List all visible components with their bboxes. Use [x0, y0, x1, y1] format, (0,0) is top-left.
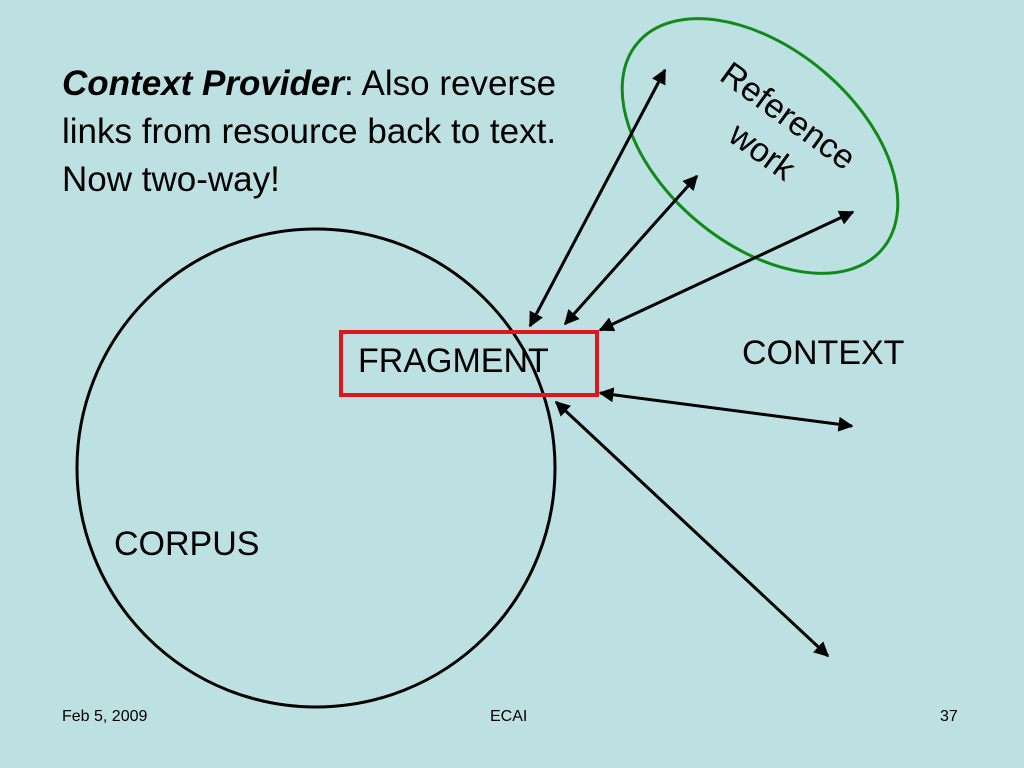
footer-conference: ECAI: [490, 708, 528, 725]
footer-date: Feb 5, 2009: [62, 708, 148, 725]
title-lead: Context Provider: [62, 64, 344, 103]
fragment-box: [339, 330, 599, 397]
corpus-circle: [75, 227, 557, 709]
arrow-fragment-context: [598, 387, 854, 432]
arrow-fragment-reference-3: [598, 210, 855, 332]
slide-title: Context Provider: Also reverse links fro…: [62, 60, 582, 204]
fragment-label: FRAGMENT: [358, 342, 549, 380]
title-rest: : Also reverse links from resource back …: [62, 64, 557, 199]
context-label: CONTEXT: [742, 334, 905, 372]
arrow-fragment-outward: [554, 400, 830, 658]
corpus-label: CORPUS: [114, 525, 260, 563]
arrow-fragment-reference-2: [563, 174, 699, 326]
footer-page-number: 37: [940, 708, 958, 725]
